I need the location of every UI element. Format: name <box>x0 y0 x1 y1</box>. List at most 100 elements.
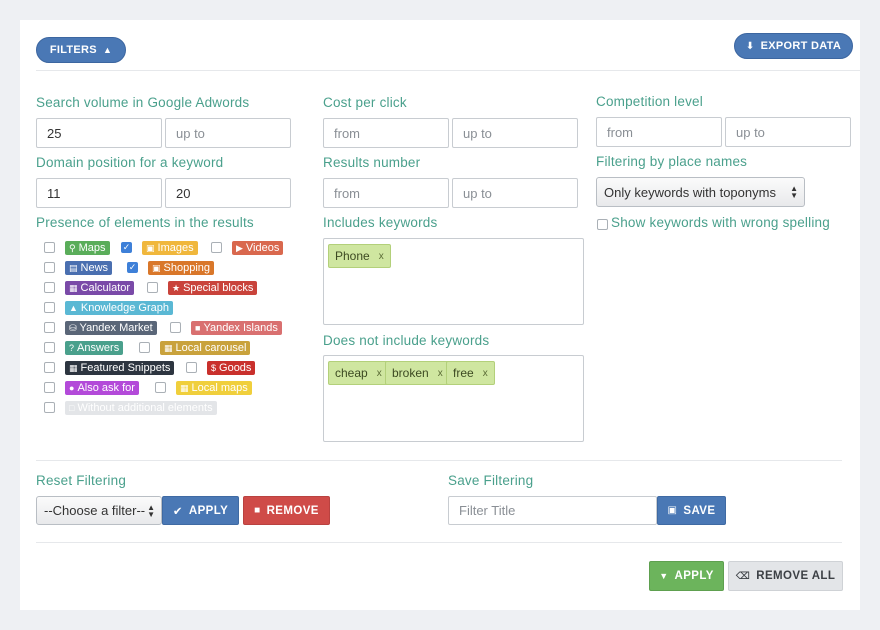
choose-filter-value: --Choose a filter-- <box>44 503 146 518</box>
remove-chip-icon[interactable]: x <box>437 367 443 379</box>
choose-filter-select[interactable]: --Choose a filter-- ▲▼ <box>36 496 162 525</box>
grid-icon: ▦ <box>164 343 173 353</box>
shopping-checkbox[interactable]: ✓ <box>127 262 138 273</box>
calculator-icon: ▦ <box>69 283 78 293</box>
question-icon: ? <box>69 343 75 353</box>
save-filtering-label: Save Filtering <box>448 473 534 488</box>
check-icon: ✔ <box>172 505 183 518</box>
special-blocks-tag: ★Special blocks <box>168 281 258 295</box>
news-checkbox[interactable] <box>44 262 55 273</box>
reset-apply-button[interactable]: ✔ APPLY <box>162 496 239 525</box>
special-blocks-checkbox[interactable] <box>147 282 158 293</box>
yandex-market-tag: ⛁Yandex Market <box>65 321 157 335</box>
video-icon: ▶ <box>236 243 243 253</box>
wrong-spelling-checkbox[interactable] <box>597 219 608 230</box>
image-icon: ▣ <box>146 243 155 253</box>
maps-tag: ⚲Maps <box>65 241 110 255</box>
remove-chip-icon[interactable]: x <box>482 367 488 379</box>
results-number-to-input[interactable]: up to <box>452 178 578 208</box>
featured-snippets-tag: ▦Featured Snippets <box>65 361 175 375</box>
domain-position-to-input[interactable]: 20 <box>165 178 291 208</box>
keyword-chip: cheap x <box>328 361 389 385</box>
presence-label: Presence of elements in the results <box>36 215 254 230</box>
select-arrows-icon: ▲▼ <box>147 503 155 519</box>
results-number-from-input[interactable]: from <box>323 178 449 208</box>
filters-label: FILTERS <box>49 44 97 56</box>
videos-tag: ▶Videos <box>232 241 284 255</box>
goods-checkbox[interactable] <box>186 362 197 373</box>
remove-chip-icon[interactable]: x <box>376 367 382 379</box>
local-maps-tag: ▦Local maps <box>176 381 252 395</box>
money-icon: ▣ <box>152 263 161 273</box>
also-ask-tag: ●Also ask for <box>65 381 139 395</box>
cpc-from-input[interactable]: from <box>323 118 449 148</box>
table-icon: ▦ <box>69 363 78 373</box>
map-pin-icon: ⚲ <box>69 243 76 253</box>
keyword-chip: broken x <box>385 361 450 385</box>
export-label: EXPORT DATA <box>760 40 842 52</box>
checkmark-icon: ✓ <box>128 262 137 272</box>
calculator-checkbox[interactable] <box>44 282 55 293</box>
reset-remove-button[interactable]: ■ REMOVE <box>243 496 330 525</box>
graduation-cap-icon: ▲ <box>69 303 78 313</box>
filter-icon: ▼ <box>659 571 669 581</box>
cpc-to-input[interactable]: up to <box>452 118 578 148</box>
checkmark-icon: ✓ <box>122 242 131 252</box>
yandex-islands-checkbox[interactable] <box>170 322 181 333</box>
featured-snippets-checkbox[interactable] <box>44 362 55 373</box>
competition-label: Competition level <box>596 94 703 109</box>
calculator-tag: ▦Calculator <box>65 281 135 295</box>
yandex-islands-tag: ■Yandex Islands <box>191 321 282 335</box>
videos-checkbox[interactable] <box>211 242 222 253</box>
filters-toggle-button[interactable]: FILTERS ▲ <box>36 37 126 63</box>
knowledge-graph-checkbox[interactable] <box>44 302 55 313</box>
cart-icon: ⛁ <box>69 323 77 333</box>
remove-all-button[interactable]: ⌫ REMOVE ALL <box>728 561 843 591</box>
place-names-value: Only keywords with toponyms <box>604 184 776 200</box>
local-carousel-checkbox[interactable] <box>139 342 150 353</box>
images-tag: ▣Images <box>142 241 198 255</box>
maps-checkbox[interactable] <box>44 242 55 253</box>
apply-filters-button[interactable]: ▼ APPLY <box>649 561 724 591</box>
search-volume-from-input[interactable]: 25 <box>36 118 162 148</box>
download-icon: ⬇ <box>745 40 755 52</box>
place-names-select[interactable]: Only keywords with toponyms ▲▼ <box>596 177 805 207</box>
local-maps-checkbox[interactable] <box>155 382 166 393</box>
dollar-icon: $ <box>211 363 217 373</box>
puzzle-icon: ■ <box>195 323 201 333</box>
without-elements-checkbox[interactable] <box>44 402 55 413</box>
comment-icon: ● <box>69 383 75 393</box>
remove-chip-icon[interactable]: x <box>378 250 384 262</box>
star-icon: ★ <box>172 283 181 293</box>
without-elements-tag: □Without additional elements <box>65 401 217 415</box>
results-number-label: Results number <box>323 155 421 170</box>
shopping-tag: ▣Shopping <box>148 261 215 275</box>
save-filter-button[interactable]: ▣ SAVE <box>657 496 726 525</box>
filter-title-input[interactable]: Filter Title <box>448 496 657 525</box>
middle-divider <box>36 460 842 461</box>
place-names-label: Filtering by place names <box>596 154 748 169</box>
includes-label: Includes keywords <box>323 215 438 230</box>
also-ask-checkbox[interactable] <box>44 382 55 393</box>
answers-tag: ?Answers <box>65 341 124 355</box>
search-volume-to-input[interactable]: up to <box>165 118 291 148</box>
eraser-icon: ⌫ <box>735 570 751 582</box>
answers-checkbox[interactable] <box>44 342 55 353</box>
images-checkbox[interactable]: ✓ <box>121 242 132 253</box>
competition-from-input[interactable]: from <box>596 117 722 147</box>
floppy-disk-icon: ▣ <box>667 505 678 516</box>
chevron-up-icon: ▲ <box>102 45 113 55</box>
search-volume-label: Search volume in Google Adwords <box>36 95 250 110</box>
trash-icon: ■ <box>254 505 261 516</box>
domain-position-from-input[interactable]: 11 <box>36 178 162 208</box>
local-carousel-tag: ▦Local carousel <box>160 341 251 355</box>
domain-position-label: Domain position for a keyword <box>36 155 224 170</box>
competition-to-input[interactable]: up to <box>725 117 851 147</box>
goods-tag: $Goods <box>207 361 256 375</box>
yandex-market-checkbox[interactable] <box>44 322 55 333</box>
wrong-spelling-label: Show keywords with wrong spelling <box>611 215 830 230</box>
file-icon: □ <box>69 403 75 413</box>
keyword-chip: Phone x <box>328 244 391 268</box>
export-data-button[interactable]: ⬇ EXPORT DATA <box>734 33 853 59</box>
newspaper-icon: ▤ <box>69 263 78 273</box>
